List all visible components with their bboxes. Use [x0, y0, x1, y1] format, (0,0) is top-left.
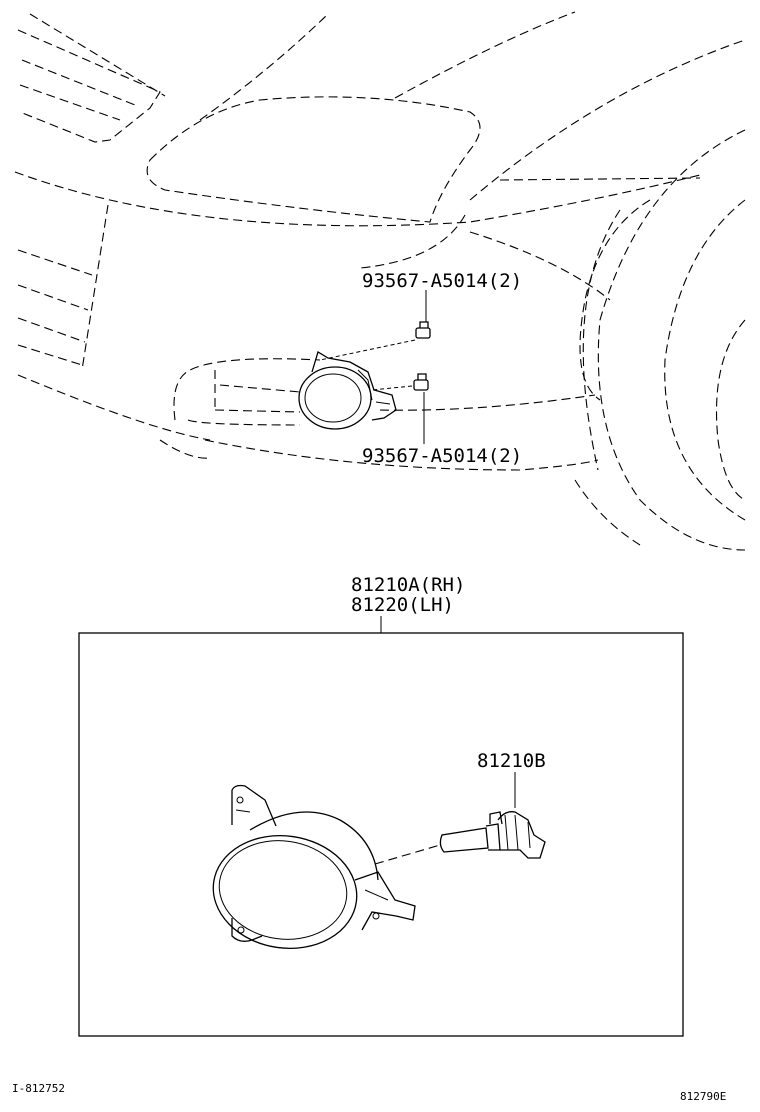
callout-bolt-upper: 93567-A5014(2) [362, 270, 522, 292]
callout-assembly-rh: 81210A(RH) [351, 574, 465, 596]
bolt-lower-icon [371, 373, 429, 391]
fog-lamp-assembly [212, 784, 416, 950]
bulb-icon [439, 811, 546, 859]
bolt-upper-icon [319, 321, 431, 361]
callout-bolt-lower: 93567-A5014(2) [362, 445, 522, 467]
callout-assembly-lh: 81220(LH) [351, 594, 454, 616]
fog-lamp-installed [298, 351, 397, 430]
footer-left-code: I-812752 [12, 1082, 65, 1095]
callout-bulb: 81210B [477, 750, 546, 772]
car-body-outline [14, 11, 746, 551]
bulb-insert-line [374, 844, 441, 865]
footer-right-code: 812790E [680, 1090, 726, 1103]
exploded-view-frame [78, 632, 684, 1037]
